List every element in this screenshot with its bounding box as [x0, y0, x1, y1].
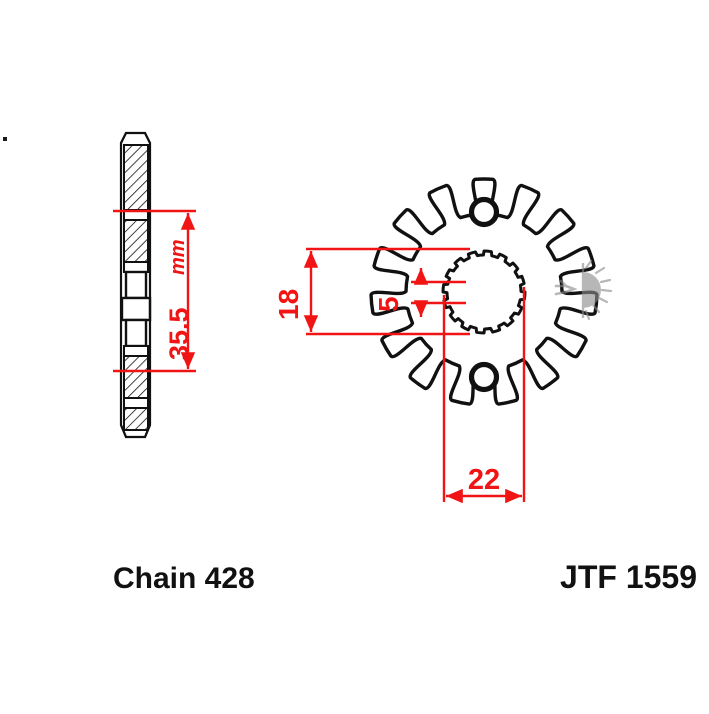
bolt-hole-top: [468, 196, 500, 228]
part-number-label: JTF 1559: [560, 559, 697, 595]
side-gap-3: [123, 345, 149, 357]
dimension-spline-step: 5: [373, 268, 466, 317]
dimension-tooth-width: 18: [273, 247, 470, 336]
dimension-thickness: 35.5 mm: [113, 209, 196, 373]
front-sprocket-view: 18 5 22: [273, 177, 613, 504]
splined-bore: [441, 249, 527, 335]
bolt-hole-bottom: [468, 361, 500, 393]
side-hatch-block-3: [123, 355, 149, 399]
side-gap-2: [123, 261, 149, 273]
dim-thickness-unit: mm: [167, 239, 189, 275]
side-outline-overstroke: [119, 131, 152, 439]
side-hatch-block-1: [123, 144, 149, 211]
scan-speck: [3, 137, 7, 141]
side-profile-section: [119, 131, 152, 439]
side-hatch-block-2: [123, 219, 149, 263]
dim-tooth-width-value: 18: [273, 289, 304, 320]
side-gap-4: [123, 397, 149, 409]
jt-sunburst-mark: [554, 259, 613, 321]
dim-thickness-value: 35.5: [164, 307, 194, 360]
dim-bore-value: 22: [468, 464, 500, 496]
side-window-1: [124, 270, 148, 300]
side-hatch-block-4: [123, 407, 149, 431]
side-window-2: [120, 296, 152, 322]
side-window-3: [124, 318, 148, 348]
dimension-bore: 22: [442, 287, 526, 504]
chain-label: Chain 428: [113, 562, 255, 595]
bolt-holes: [468, 196, 500, 393]
dim-spline-step-value: 5: [373, 296, 404, 312]
